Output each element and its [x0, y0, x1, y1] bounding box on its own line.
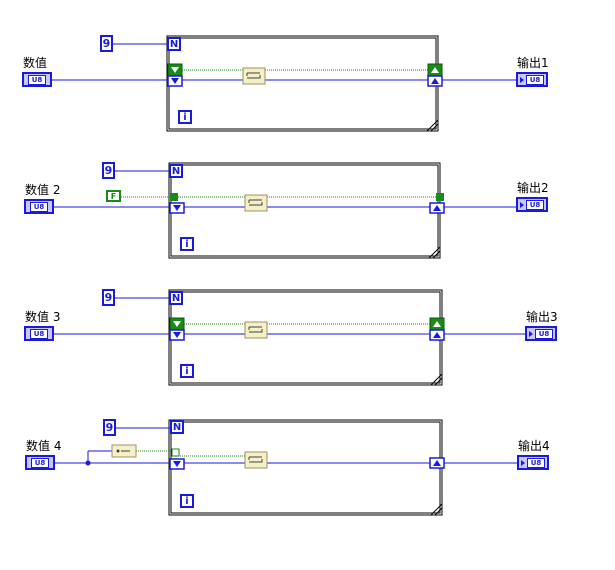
count-terminal-4: N	[170, 420, 184, 434]
split-node[interactable]	[111, 444, 137, 458]
type-label: U8	[29, 328, 49, 339]
type-label: U8	[525, 199, 545, 210]
rotate-node-4[interactable]	[244, 451, 268, 469]
indicator-arrow-icon	[519, 76, 524, 83]
tunnel-left-2[interactable]	[169, 193, 185, 214]
type-label: U8	[525, 74, 545, 85]
input-label-3: 数值 3	[25, 310, 61, 324]
boolean-false-constant[interactable]: F	[106, 190, 121, 202]
iteration-terminal-3: i	[180, 364, 194, 378]
indicator-arrow-icon	[520, 459, 525, 466]
rotate-node-2[interactable]	[244, 194, 268, 212]
numeric-indicator-4[interactable]: U8	[517, 455, 549, 470]
tunnel-right-4[interactable]	[429, 457, 445, 469]
numeric-indicator-2[interactable]: U8	[516, 197, 548, 212]
wire-loop-3	[54, 297, 526, 335]
output-label-1: 输出1	[517, 56, 549, 70]
count-terminal-3: N	[169, 291, 183, 305]
numeric-indicator-1[interactable]: U8	[516, 72, 548, 87]
count-terminal-1: N	[167, 37, 181, 51]
numeric-indicator-3[interactable]: U8	[525, 326, 557, 341]
for-loop-3[interactable]	[168, 289, 443, 386]
count-constant-2[interactable]: 9	[102, 162, 115, 179]
output-label-2: 输出2	[517, 181, 549, 195]
type-label: U8	[526, 457, 546, 468]
rotate-node-3[interactable]	[244, 321, 268, 339]
input-label-1: 数值	[23, 56, 48, 70]
for-loop-1[interactable]	[166, 35, 439, 132]
count-terminal-2: N	[169, 164, 183, 178]
type-label: U8	[27, 74, 47, 85]
numeric-control-2[interactable]: U8	[24, 199, 54, 214]
count-constant-1[interactable]: 9	[100, 35, 113, 52]
shift-register-left-3[interactable]	[169, 317, 185, 341]
input-label-2: 数值 2	[25, 183, 61, 197]
tunnel-left-4[interactable]	[169, 448, 185, 470]
for-loop-2[interactable]	[168, 162, 441, 259]
numeric-control-3[interactable]: U8	[24, 326, 54, 341]
shift-register-right-1[interactable]	[427, 63, 443, 87]
count-constant-3[interactable]: 9	[102, 289, 115, 306]
iteration-terminal-2: i	[180, 237, 194, 251]
iteration-terminal-1: i	[178, 110, 192, 124]
tunnel-right-2[interactable]	[429, 193, 445, 214]
shift-register-right-3[interactable]	[429, 317, 445, 341]
count-constant-4[interactable]: 9	[103, 419, 116, 436]
shift-register-left-1[interactable]	[167, 63, 183, 87]
output-label-3: 输出3	[526, 310, 558, 324]
type-label: U8	[534, 328, 554, 339]
for-loop-4[interactable]	[168, 419, 443, 516]
iteration-terminal-4: i	[180, 494, 194, 508]
indicator-arrow-icon	[528, 330, 533, 337]
numeric-control-1[interactable]: U8	[22, 72, 52, 87]
wire-loop-4	[55, 427, 518, 466]
type-label: U8	[30, 457, 50, 468]
rotate-node-1[interactable]	[242, 67, 266, 85]
output-label-4: 输出4	[518, 439, 550, 453]
wire-loop-1	[52, 43, 517, 81]
type-label: U8	[29, 201, 49, 212]
wire-loop-2	[54, 170, 517, 208]
input-label-4: 数值 4	[26, 439, 62, 453]
indicator-arrow-icon	[519, 201, 524, 208]
numeric-control-4[interactable]: U8	[25, 455, 55, 470]
